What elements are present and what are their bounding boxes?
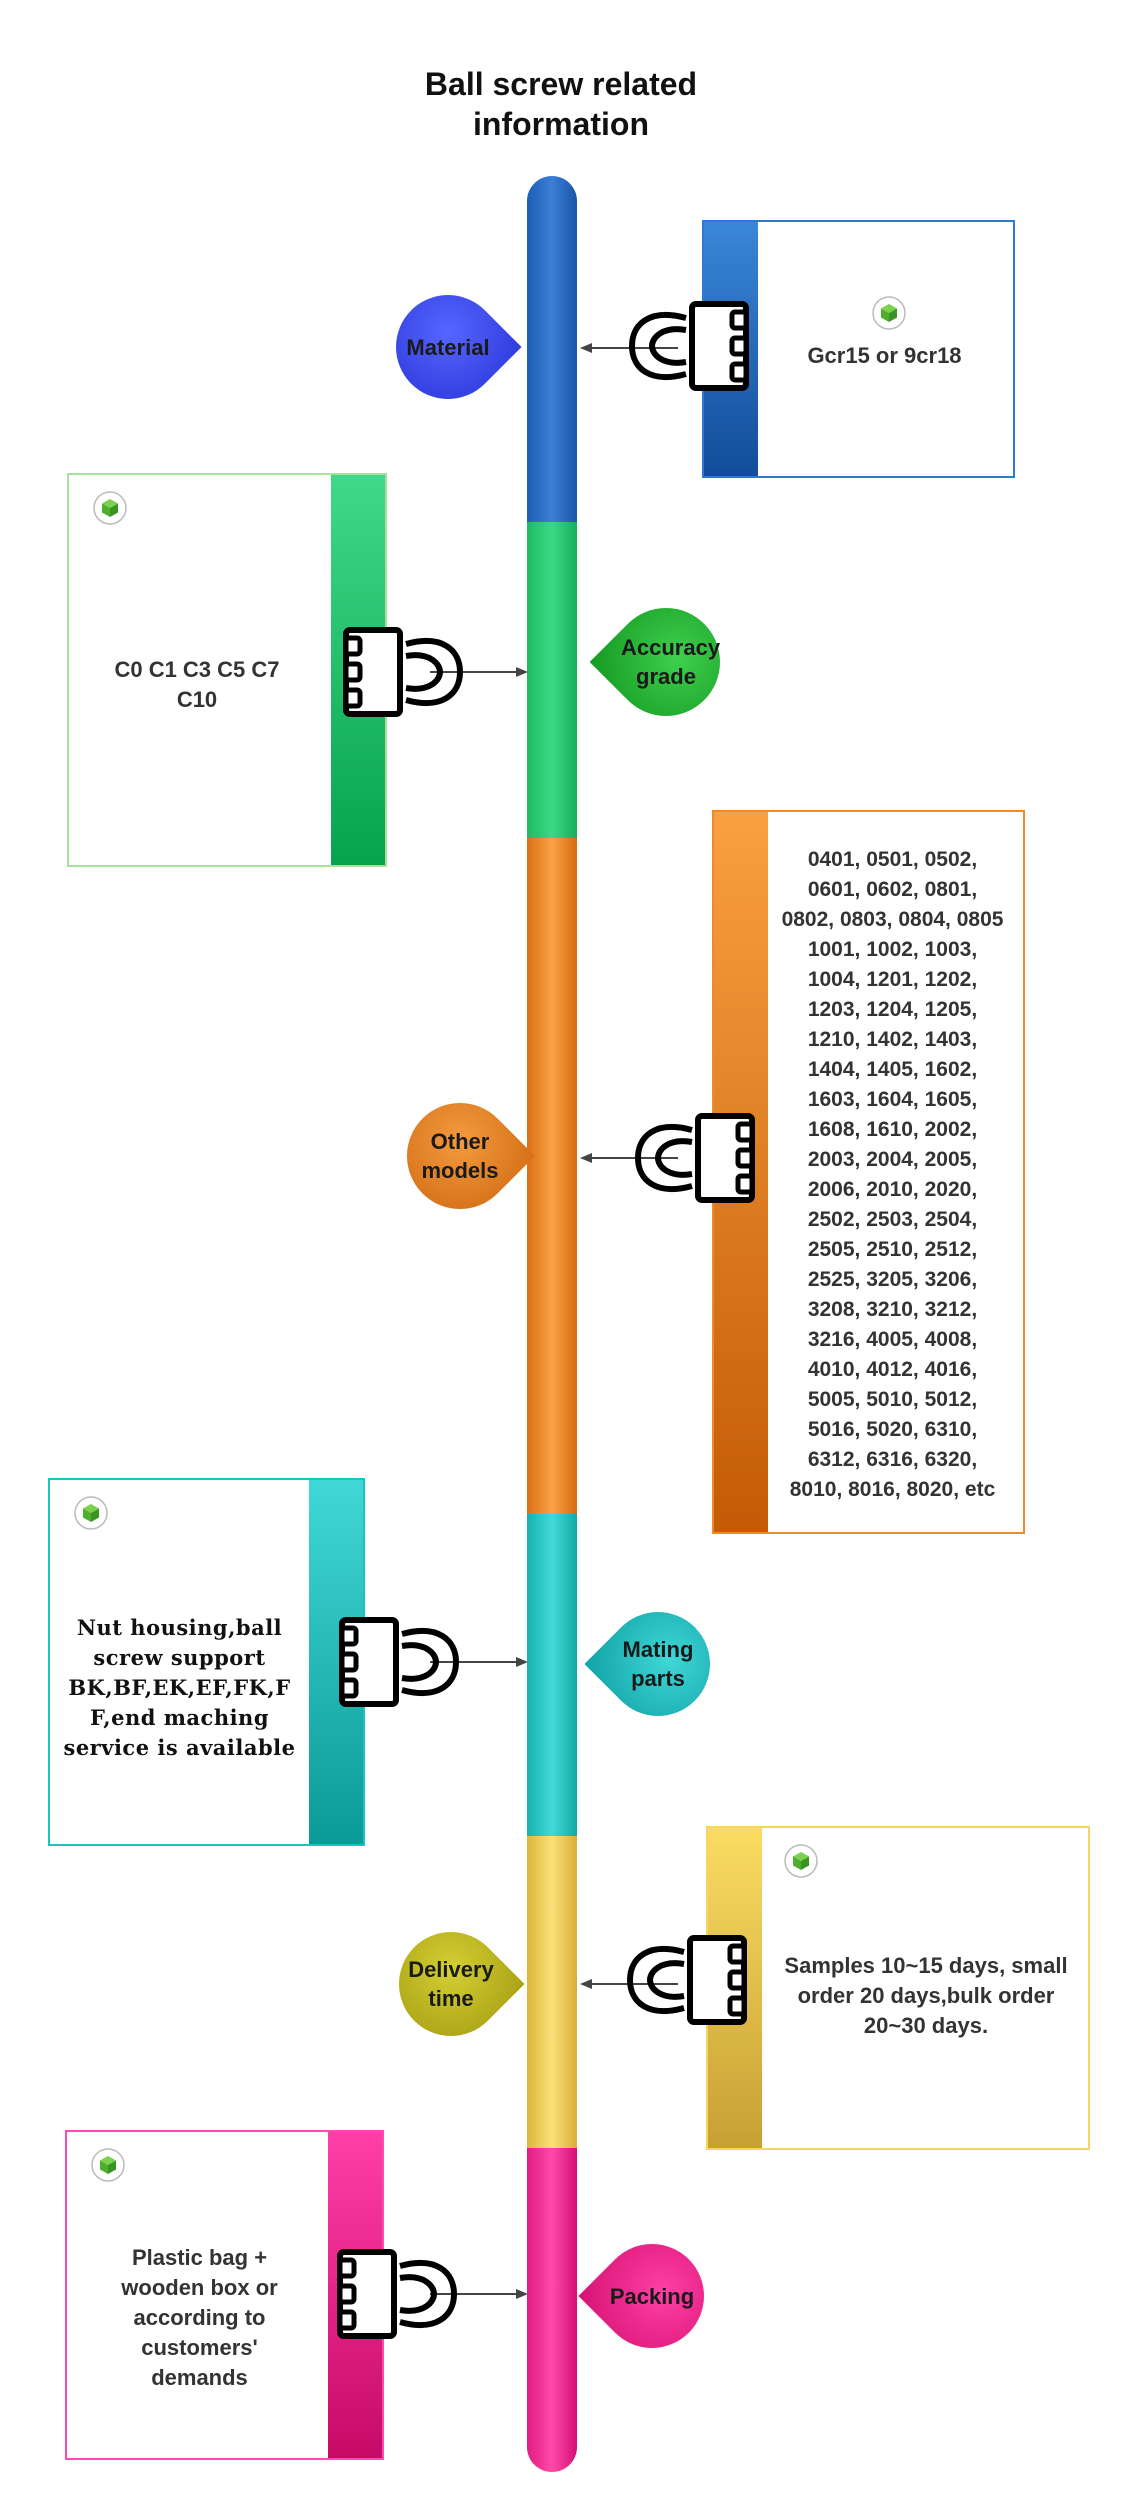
timeline-segment-packing (527, 2138, 577, 2472)
marker-accuracy: Accuracy grade (589, 585, 743, 739)
card-delivery: Samples 10~15 days, small order 20 days,… (706, 1826, 1090, 2150)
card-mating-text: Nut housing,ball screw support BK,BF,EK,… (63, 1615, 296, 1760)
marker-delivery-label: Delivery time (408, 1957, 494, 2011)
card-accuracy-text: C0 C1 C3 C5 C7 C10 (114, 657, 280, 712)
connector-mating (430, 1657, 528, 1667)
marker-accuracy-label: Accuracy grade (621, 635, 721, 689)
marker-packing-label: Packing (609, 2283, 695, 2309)
timeline-segment-mating (527, 1504, 577, 1836)
cube-icon (93, 491, 127, 525)
card-models-text: 0401, 0501, 0502, 0601, 0602, 0801, 0802… (781, 848, 1004, 1501)
marker-models: Other models (385, 1081, 535, 1231)
diagram-title: Ball screw related information (424, 66, 698, 142)
binder-clip-icon-packing (337, 2249, 458, 2339)
marker-delivery: Delivery time (377, 1910, 525, 2058)
card-delivery-text: Samples 10~15 days, small order 20 days,… (784, 1953, 1068, 2038)
card-models: 0401, 0501, 0502, 0601, 0602, 0801, 0802… (712, 810, 1025, 1534)
cube-icon (872, 296, 906, 330)
card-material-text: Gcr15 or 9cr18 (807, 343, 962, 368)
card-accuracy: C0 C1 C3 C5 C7 C10 (67, 473, 387, 867)
marker-mating-label: Mating parts (622, 1637, 694, 1691)
marker-mating: Mating parts (584, 1590, 732, 1738)
connector-accuracy (430, 667, 528, 677)
binder-clip-icon-material (628, 301, 749, 391)
timeline-segment-accuracy (527, 512, 577, 838)
card-mating: Nut housing,ball screw support BK,BF,EK,… (48, 1478, 365, 1846)
connector-delivery (580, 1979, 678, 1989)
timeline-segment-models (527, 828, 577, 1514)
cube-icon (74, 1496, 108, 1530)
binder-clip-icon-delivery (626, 1935, 747, 2025)
card-material: Gcr15 or 9cr18 (702, 220, 1015, 478)
connector-packing (430, 2289, 528, 2299)
marker-material: Material (374, 273, 522, 421)
connector-models (580, 1153, 678, 1163)
binder-clip-icon-accuracy (343, 627, 464, 717)
binder-clip-icon-models (634, 1113, 755, 1203)
timeline-segment-material (527, 176, 577, 522)
marker-material-label: Material (406, 334, 490, 360)
cube-icon (784, 1844, 818, 1878)
cube-icon (91, 2148, 125, 2182)
marker-models-label: Other models (421, 1129, 499, 1183)
marker-packing: Packing (578, 2222, 726, 2370)
timeline-segment-delivery (527, 1826, 577, 2148)
card-packing: Plastic bag + wooden box or according to… (65, 2130, 384, 2460)
card-packing-text: Plastic bag + wooden box or according to… (121, 2245, 278, 2390)
binder-clip-icon-mating (339, 1617, 460, 1707)
